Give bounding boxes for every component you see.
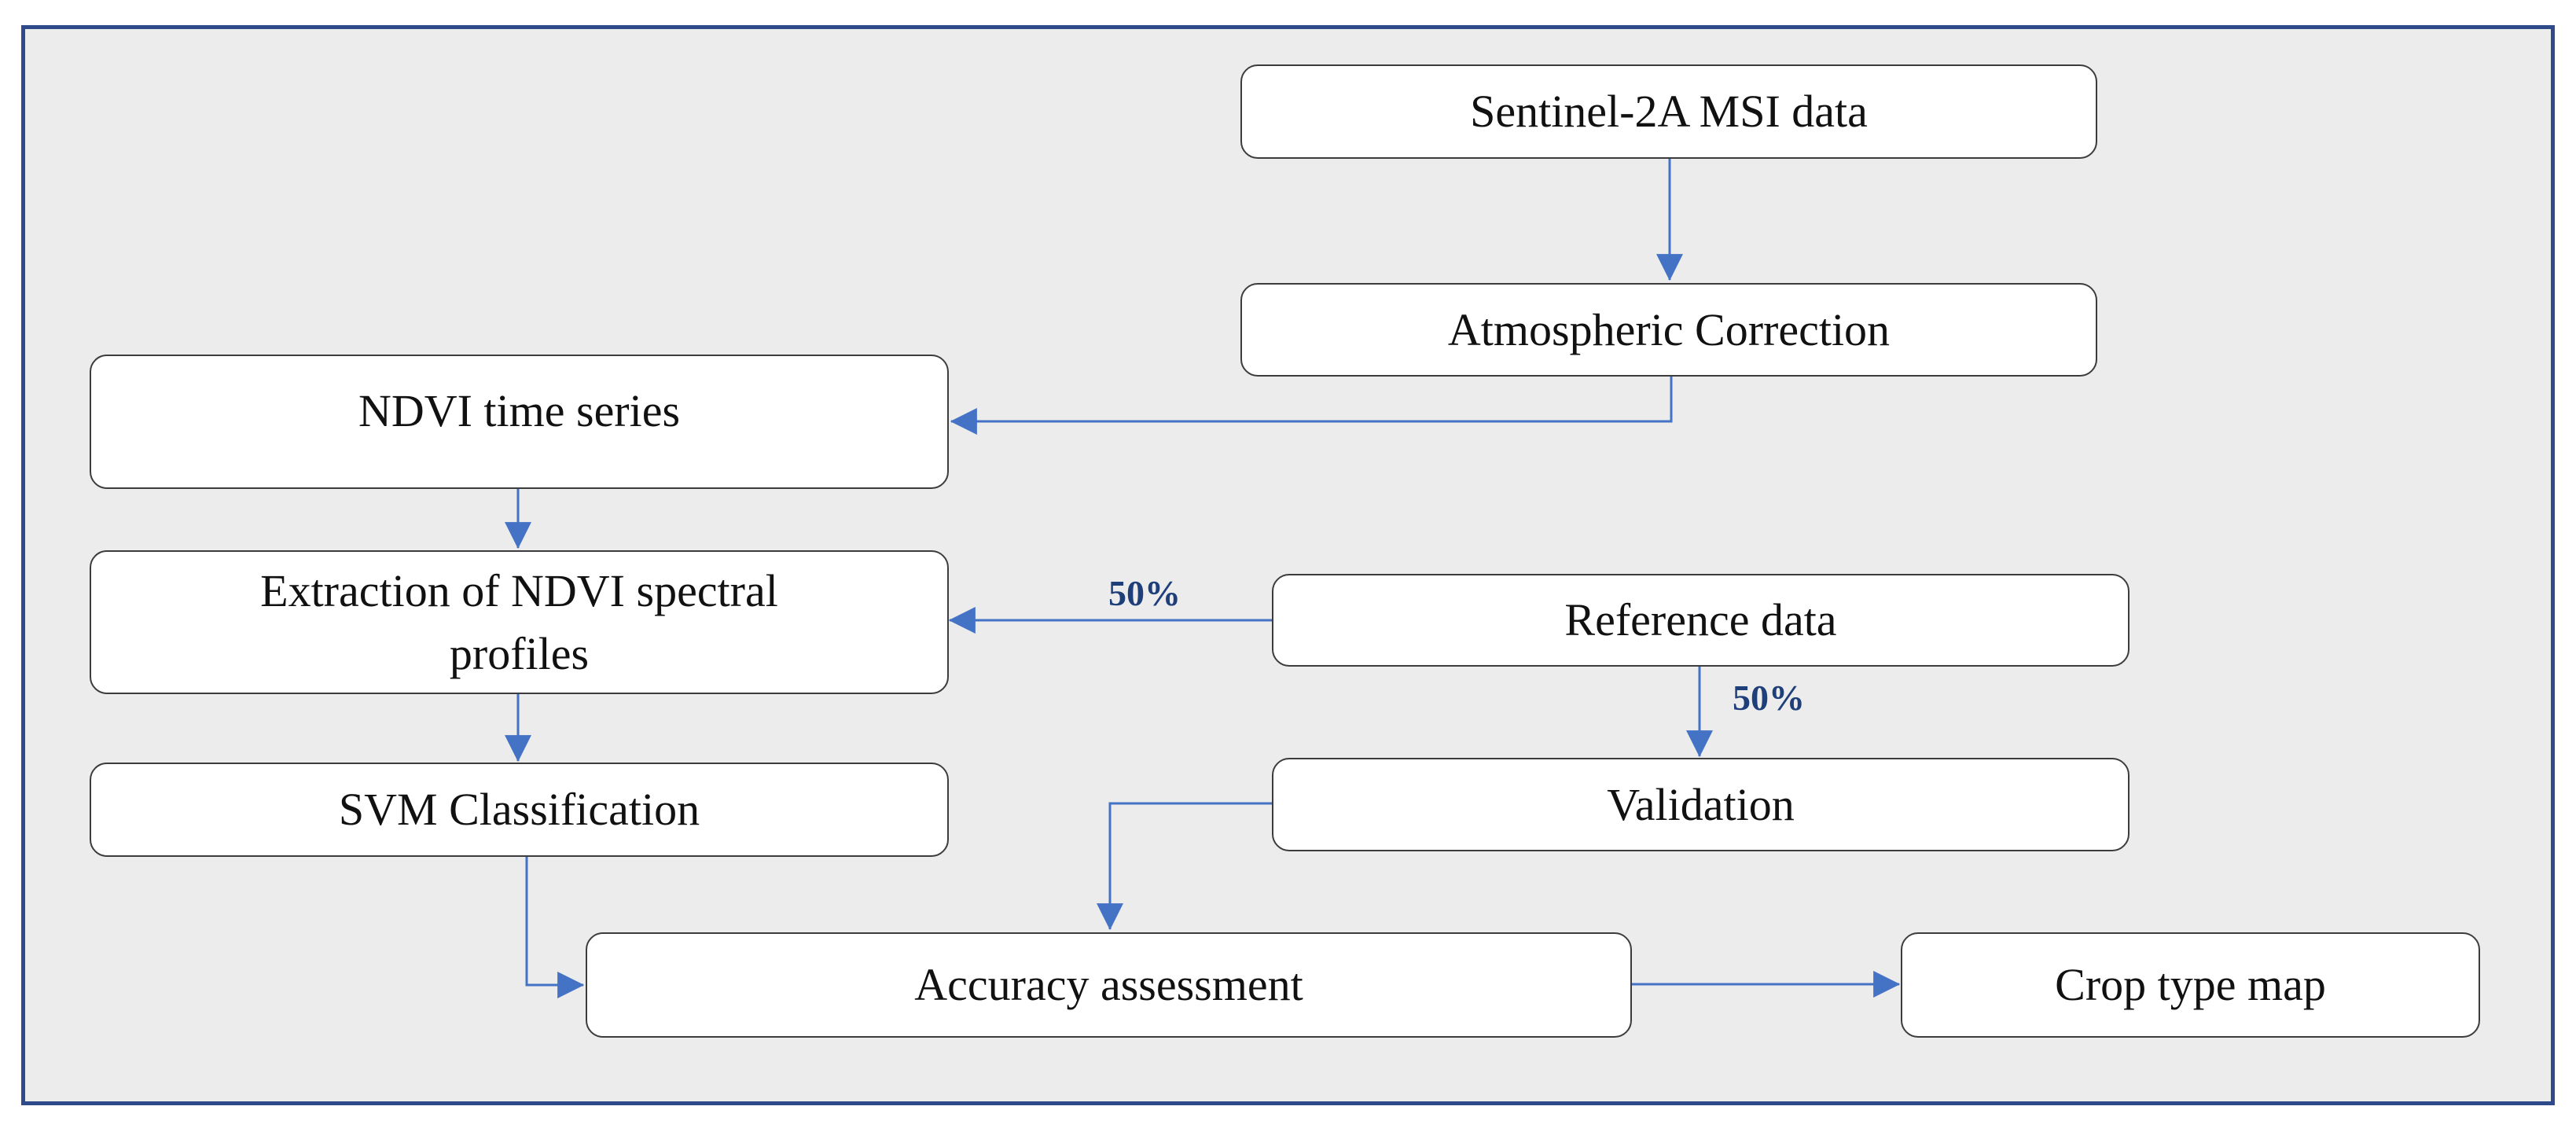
arrow-atmospheric-to-ndvi xyxy=(950,377,1673,435)
node-label: SVM Classification xyxy=(338,784,700,835)
node-accuracy-assessment: Accuracy assessment xyxy=(586,932,1632,1038)
arrow-svm-to-accuracy xyxy=(525,857,585,998)
node-sentinel-2a-msi-data: Sentinel-2A MSI data xyxy=(1240,64,2097,159)
node-crop-type-map: Crop type map xyxy=(1901,932,2480,1038)
node-label: Validation xyxy=(1607,778,1795,830)
node-atmospheric-correction: Atmospheric Correction xyxy=(1240,283,2097,377)
node-svm-classification: SVM Classification xyxy=(90,763,949,857)
node-label: Accuracy assessment xyxy=(914,959,1303,1010)
node-label: Sentinel-2A MSI data xyxy=(1470,86,1868,137)
node-reference-data: Reference data xyxy=(1272,574,2130,667)
node-extraction-ndvi-profiles: Extraction of NDVI spectral profiles xyxy=(90,550,949,694)
node-label: Crop type map xyxy=(2055,959,2326,1010)
node-label: Reference data xyxy=(1564,594,1837,645)
node-label: Extraction of NDVI spectral profiles xyxy=(260,564,778,679)
arrow-validation-to-accuracy xyxy=(1097,802,1272,931)
node-validation: Validation xyxy=(1272,758,2130,851)
edge-label-50-percent-validation: 50% xyxy=(1733,678,1805,718)
node-label: Atmospheric Correction xyxy=(1447,303,1891,355)
node-ndvi-time-series: NDVI time series xyxy=(90,355,949,489)
edge-label-50-percent-training: 50% xyxy=(1108,573,1181,613)
node-label: NDVI time series xyxy=(358,385,681,436)
